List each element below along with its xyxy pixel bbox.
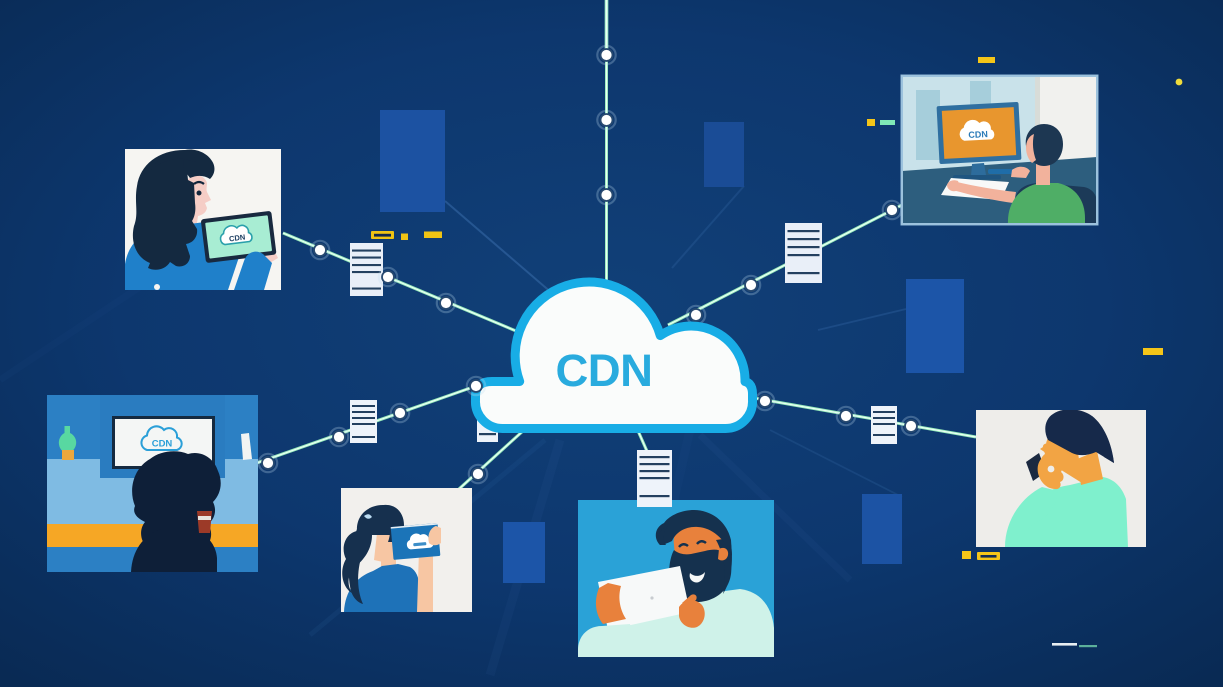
svg-text:CDN: CDN	[229, 233, 246, 244]
svg-text:CDN: CDN	[968, 129, 988, 140]
svg-text:CDN: CDN	[152, 439, 173, 450]
svg-text:CDN: CDN	[555, 345, 652, 396]
